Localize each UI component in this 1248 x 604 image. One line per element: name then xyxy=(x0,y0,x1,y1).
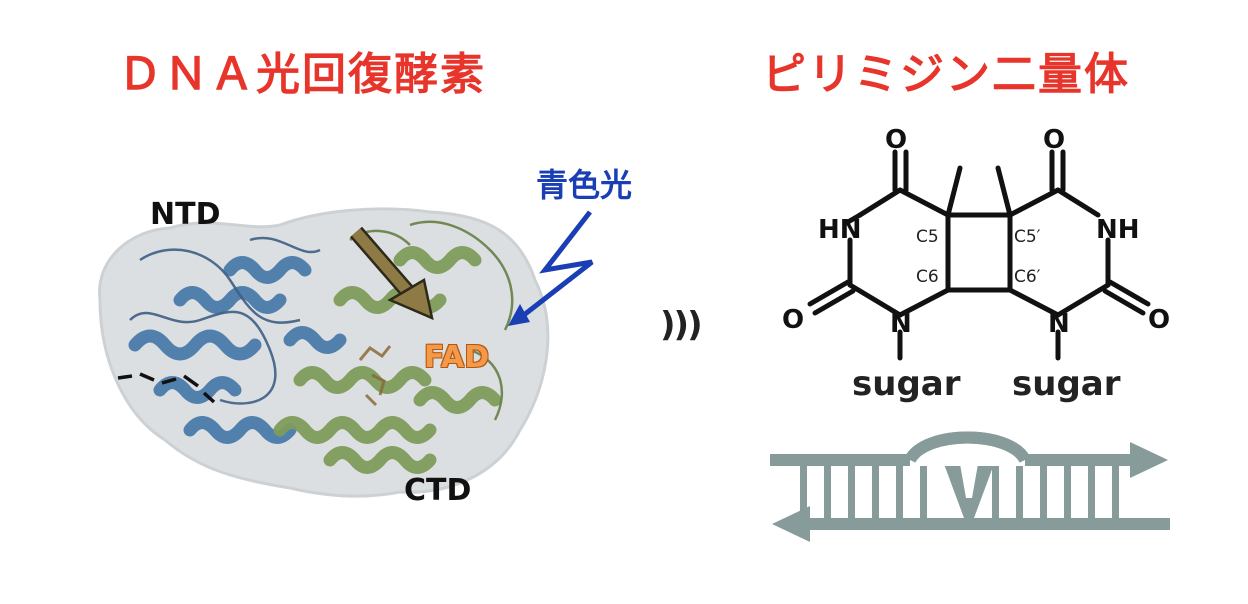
ntd-label: NTD xyxy=(150,197,221,232)
dna-duplex-diagram xyxy=(770,431,1170,542)
dimer-title: ピリミジン二量体 xyxy=(762,49,1130,100)
nh-right: NH xyxy=(1096,215,1140,245)
sugar-right: sugar xyxy=(1012,364,1121,404)
c6p-label: C6′ xyxy=(1014,267,1041,287)
pyrimidine-dimer-structure: O O HN NH O O N N C5 C6 C5′ C6′ sugar su… xyxy=(782,125,1170,404)
blue-light-label: 青色光 xyxy=(536,166,633,204)
sugar-left: sugar xyxy=(852,364,961,404)
protein-illustration xyxy=(98,207,594,498)
electron-arrow xyxy=(349,226,434,321)
o-top-right: O xyxy=(1043,125,1065,155)
o-bottom-right: O xyxy=(1148,305,1170,335)
hn-left: HN xyxy=(818,215,862,245)
c5-label: C5 xyxy=(916,227,939,247)
fad-label: FAD xyxy=(424,340,490,375)
ntd-domain xyxy=(128,256,347,444)
enzyme-title: ＤＮＡ光回復酵素 xyxy=(118,49,486,100)
c5p-label: C5′ xyxy=(1014,227,1041,247)
o-top-left: O xyxy=(885,125,907,155)
n-right: N xyxy=(1048,309,1070,339)
ctd-label: CTD xyxy=(404,473,472,508)
o-bottom-left: O xyxy=(782,305,804,335)
n-left: N xyxy=(890,309,912,339)
transfer-symbol: ))) xyxy=(660,305,703,345)
c6-label: C6 xyxy=(916,267,939,287)
light-arrow xyxy=(518,210,594,320)
